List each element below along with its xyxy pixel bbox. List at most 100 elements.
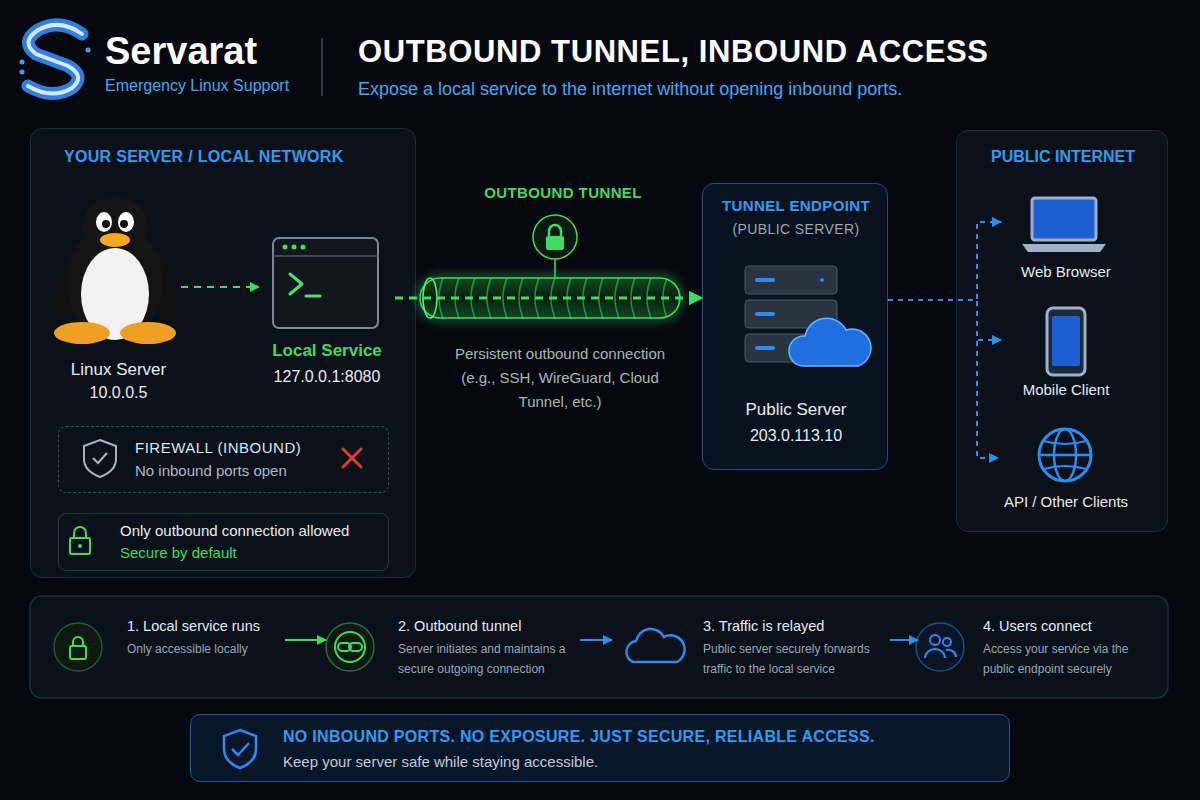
node-text: Only accessible locally <box>127 640 282 660</box>
penguin-illustration <box>54 322 110 344</box>
tunnel-tube <box>420 278 680 318</box>
brand-logo <box>86 48 91 53</box>
banner-shield-icon <box>232 743 249 755</box>
step-tunnel-icon <box>326 623 374 671</box>
tunnel-lock <box>533 215 577 278</box>
service-node: Local Service 127.0.0.1:8080 <box>259 237 395 389</box>
network-panel: YOUR SERVER / LOCAL NETWORKLinux Server1… <box>30 128 416 578</box>
header-divider <box>321 38 323 96</box>
phone-icon <box>1052 316 1080 366</box>
connector <box>888 300 1001 340</box>
tunnel-tube <box>420 278 680 318</box>
connector <box>888 300 998 458</box>
banner-heading: NO INBOUND PORTS. NO EXPOSURE. JUST SECU… <box>283 727 1003 747</box>
policy-box: Only outbound connection allowedSecure b… <box>58 513 389 571</box>
globe-icon <box>1039 454 1091 457</box>
connector <box>580 639 612 641</box>
penguin-illustration <box>96 212 112 232</box>
node-text: Local Service <box>259 340 395 361</box>
penguin-illustration <box>138 245 183 325</box>
steps-band <box>30 596 1168 698</box>
brand-logo <box>20 25 91 94</box>
globe-icon <box>1039 429 1091 481</box>
step-heading: 1. Local service runs <box>127 617 282 635</box>
step-tunnel-icon <box>326 623 374 671</box>
globe-icon <box>1044 466 1086 469</box>
node-text: Only outbound connection allowed <box>120 522 385 541</box>
blocked-mark <box>343 449 361 467</box>
tunnel-lock <box>546 236 564 250</box>
laptop-icon <box>1022 198 1106 252</box>
penguin-illustration <box>118 212 134 232</box>
tunnel-lock <box>549 225 561 236</box>
node-text: FIREWALL (INBOUND) <box>135 439 345 458</box>
step-cloud-icon <box>626 629 684 662</box>
node-text: Linux Server <box>56 359 181 380</box>
terminal-window <box>301 245 306 250</box>
server-icon <box>745 266 871 366</box>
panel-subheading: (PUBLIC SERVER) <box>703 221 889 239</box>
step-users-icon <box>946 650 956 657</box>
step-users-icon <box>916 623 964 671</box>
brand-logo <box>28 25 82 94</box>
step-node: 2. Outbound tunnelServer initiates and m… <box>326 610 580 686</box>
step-lock-icon <box>73 637 83 646</box>
brand-logo <box>20 60 25 65</box>
node-text: API / Other Clients <box>998 493 1134 512</box>
brand-logo <box>28 25 82 94</box>
laptop-icon <box>1032 198 1096 240</box>
phone-icon <box>1047 308 1085 375</box>
step-heading: 3. Traffic is relayed <box>703 617 888 635</box>
penguin-illustration <box>48 196 183 344</box>
terminal-window <box>290 274 302 294</box>
tunnel-tube <box>423 278 437 318</box>
edge-label: OUTBOUND TUNNEL <box>448 184 678 203</box>
node-text: Server initiates and maintains a secure … <box>398 640 578 680</box>
panel-heading: PUBLIC INTERNET <box>957 147 1169 167</box>
server-icon <box>745 334 837 362</box>
client-node: Web Browser <box>1001 193 1131 285</box>
node-text: 203.0.113.10 <box>703 426 889 446</box>
step-heading: 4. Users connect <box>983 617 1148 635</box>
connector <box>181 286 259 288</box>
node-text: Keep your server safe while staying acce… <box>283 753 1003 772</box>
penguin-illustration <box>82 196 148 260</box>
lock-icon <box>78 544 82 548</box>
server-icon <box>755 278 775 282</box>
globe-icon <box>1054 429 1076 481</box>
step-heading: 2. Outbound tunnel <box>398 617 578 635</box>
step-node: 1. Local service runsOnly accessible loc… <box>55 610 285 686</box>
terminal-window <box>292 245 297 250</box>
slogan-banner: NO INBOUND PORTS. NO EXPOSURE. JUST SECU… <box>190 714 1010 782</box>
step-tunnel-icon <box>335 632 365 662</box>
step-lock-icon <box>54 623 102 671</box>
node-text: Public server securely forwards traffic … <box>703 640 888 680</box>
step-tunnel-icon <box>338 643 351 651</box>
penguin-illustration <box>120 220 128 228</box>
panel-heading: TUNNEL ENDPOINT <box>703 197 889 216</box>
node-text: 127.0.0.1:8080 <box>259 367 395 387</box>
client-node: Mobile Client <box>1001 303 1131 401</box>
penguin-illustration <box>81 248 149 340</box>
node-text: Access your service via the public endpo… <box>983 640 1148 680</box>
node-text: Web Browser <box>1001 263 1131 282</box>
server-icon <box>745 266 837 294</box>
server-icon <box>789 318 871 366</box>
tunnel-lock <box>533 215 577 259</box>
lock-icon <box>70 527 90 554</box>
penguin-illustration <box>67 224 163 340</box>
endpoint-panel: TUNNEL ENDPOINT(PUBLIC SERVER)Public Ser… <box>702 183 888 470</box>
laptop-icon <box>1022 244 1106 252</box>
penguin-illustration <box>48 245 93 325</box>
server-icon <box>820 278 824 282</box>
step-node: 4. Users connectAccess your service via … <box>918 610 1158 686</box>
tunnel-note: Persistent outbound connection (e.g., SS… <box>449 342 671 414</box>
brand-tagline: Emergency Linux Support <box>105 76 315 96</box>
node-text: No inbound ports open <box>135 462 345 481</box>
connector-group <box>181 222 1001 640</box>
connector <box>395 297 702 300</box>
lock-icon <box>70 538 90 554</box>
terminal-window <box>273 255 378 257</box>
penguin-illustration <box>102 220 110 228</box>
